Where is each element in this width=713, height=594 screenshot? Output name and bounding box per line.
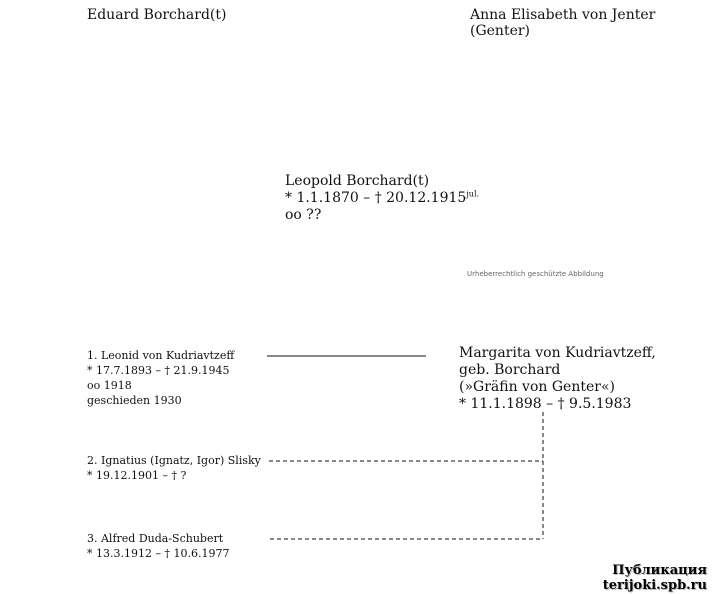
spouse-name: 2. Ignatius (Ignatz, Igor) Slisky: [87, 454, 261, 467]
subject-node: Leopold Borchard(t) * 1.1.1870 – † 20.12…: [285, 173, 479, 224]
daughter-title: (»Gräfin von Genter«): [459, 379, 615, 395]
spouse-dates: * 19.12.1901 – † ?: [87, 469, 187, 482]
subject-name: Leopold Borchard(t): [285, 173, 430, 189]
mother-alt-name: (Genter): [470, 23, 531, 39]
spouse-node-2: 2. Ignatius (Ignatz, Igor) Slisky * 19.1…: [87, 453, 261, 483]
spouse-dates: * 17.7.1893 – † 21.9.1945: [87, 364, 230, 377]
daughter-node: Margarita von Kudriavtzeff, geb. Borchar…: [459, 345, 656, 413]
subject-marriage: oo ??: [285, 207, 322, 223]
publication-site: terijoki.spb.ru: [602, 578, 707, 593]
mother-name: Anna Elisabeth von Jenter: [470, 7, 656, 23]
spouse-name: 3. Alfred Duda-Schubert: [87, 532, 224, 545]
publication-label: Публикация: [612, 563, 707, 578]
subject-dates: * 1.1.1870 – † 20.12.1915: [285, 190, 467, 206]
spouse-note: geschieden 1930: [87, 394, 182, 407]
spouse-marriage: oo 1918: [87, 379, 132, 392]
daughter-birth-name: geb. Borchard: [459, 362, 561, 378]
subject-dates-note: jul.: [466, 189, 480, 199]
spouse-node-3: 3. Alfred Duda-Schubert * 13.3.1912 – † …: [87, 531, 229, 561]
spouse-node-1: 1. Leonid von Kudriavtzeff * 17.7.1893 –…: [87, 348, 234, 408]
subject-dates-line: * 1.1.1870 – † 20.12.1915jul.: [285, 190, 479, 207]
mother-node: Anna Elisabeth von Jenter (Genter): [470, 7, 655, 39]
publication-stamp: Публикация terijoki.spb.ru: [603, 563, 707, 593]
copyright-watermark: Urheberrechtlich geschützte Abbildung: [467, 270, 604, 278]
spouse-name: 1. Leonid von Kudriavtzeff: [87, 349, 235, 362]
daughter-dates: * 11.1.1898 – † 9.5.1983: [459, 396, 632, 412]
daughter-name: Margarita von Kudriavtzeff,: [459, 345, 656, 361]
father-node: Eduard Borchard(t): [87, 7, 226, 23]
spouse-dates: * 13.3.1912 – † 10.6.1977: [87, 547, 230, 560]
father-name: Eduard Borchard(t): [87, 7, 227, 23]
